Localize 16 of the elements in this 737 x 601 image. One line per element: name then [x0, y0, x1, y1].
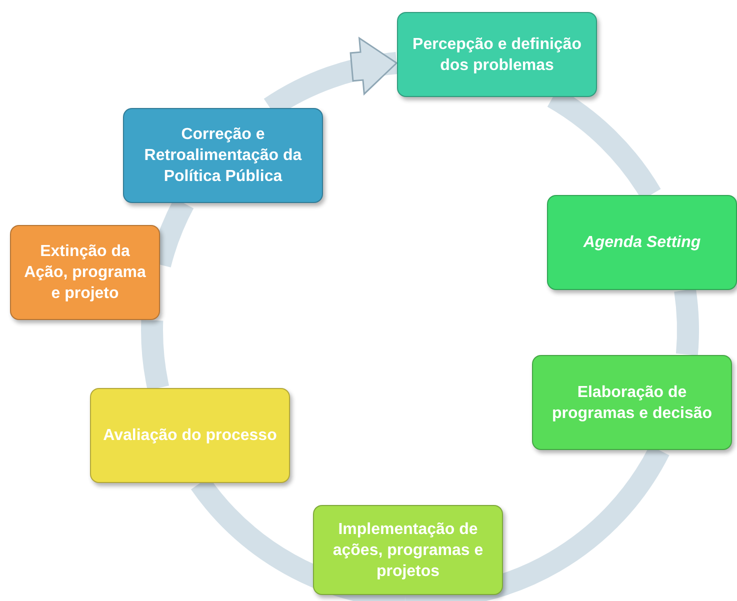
ring-segment — [141, 320, 170, 390]
stage-box — [123, 108, 323, 203]
stage-label: Implementação de ações, programas e projetos — [332, 520, 484, 582]
stage-box — [10, 225, 160, 320]
stage-label: Correção e Retroalimentação da Política Pública — [143, 125, 303, 187]
stage-box — [547, 195, 737, 290]
ring-segment — [674, 288, 699, 356]
stage-box — [397, 12, 597, 97]
stage-box — [90, 388, 290, 483]
stage-label: Avaliação do processo — [103, 426, 277, 446]
stage-label: Elaboração de programas e decisão — [550, 382, 714, 424]
stage-box — [313, 505, 503, 595]
stage-label: Agenda Setting — [583, 233, 701, 253]
stage-label: Extinção da Ação, programa e projeto — [23, 242, 147, 304]
stage-box — [532, 355, 732, 450]
stage-label: Percepção e definição dos problemas — [412, 34, 582, 76]
